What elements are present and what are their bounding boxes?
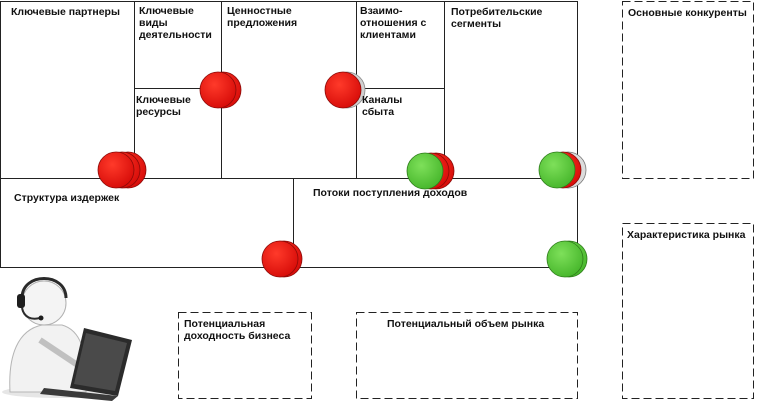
key-activities-label: Ключевые виды деятельности [139, 5, 212, 41]
support-operator-icon [2, 277, 132, 401]
revenue-marker [546, 240, 588, 278]
canvas-grid [0, 1, 578, 268]
profitability-box [178, 312, 312, 399]
activities-value-marker [199, 71, 242, 109]
cost-structure-label: Структура издержек [14, 192, 120, 204]
customer-segments-label: Потребительские сегменты [451, 6, 543, 30]
competitors-box [622, 1, 754, 179]
channels-label: Каналы сбыта [362, 94, 403, 118]
profitability-label: Потенциальная доходность бизнеса [184, 318, 291, 342]
partners-activities-marker [97, 151, 147, 189]
customer-relationships-label: Взаимо-отношения с клиентами [360, 5, 427, 41]
market-characteristics-box [622, 223, 754, 399]
cost-marker [261, 240, 303, 278]
segments-marker [538, 151, 587, 189]
revenue-streams-label: Потоки поступления доходов [313, 187, 468, 199]
value-propositions-label: Ценностные предложения [227, 5, 298, 29]
market-volume-box [356, 312, 578, 399]
market-characteristics-label: Характеристика рынка [627, 229, 746, 241]
key-resources-label: Ключевые ресурсы [136, 94, 191, 118]
channels-marker [406, 152, 455, 190]
competitors-label: Основные конкуренты [628, 7, 747, 19]
key-partners-label: Ключевые партнеры [11, 6, 120, 18]
value-relationships-marker [324, 71, 366, 109]
market-volume-label: Потенциальный объем рынка [387, 318, 545, 330]
